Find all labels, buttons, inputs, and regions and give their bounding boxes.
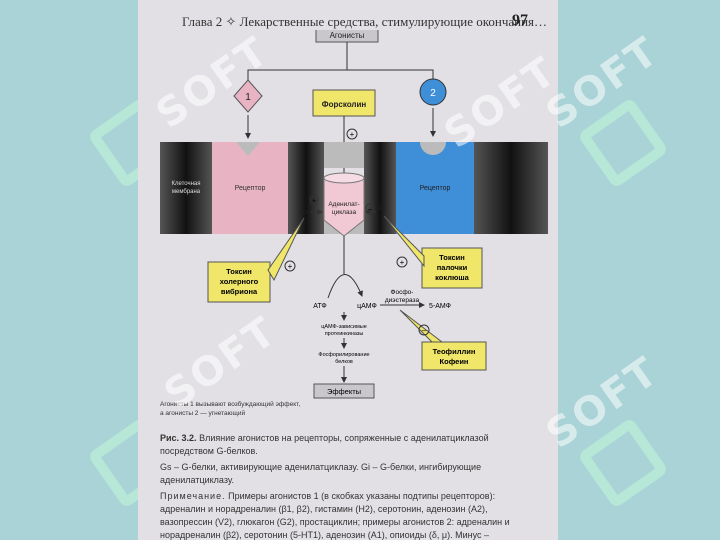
caption-title: Рис. 3.2.: [160, 433, 197, 443]
svg-text:+: +: [312, 198, 316, 205]
plus-sign-icon: [396, 256, 408, 268]
effects-label: Эффекты: [327, 387, 361, 396]
forskolin-label: Форсколин: [322, 100, 367, 109]
plus-sign-icon: [284, 260, 296, 272]
theophylline-box: [421, 341, 487, 371]
agonist-1-diamond: [233, 79, 263, 113]
pertussis-label-3: коклюша: [435, 273, 470, 282]
svg-text:+: +: [350, 130, 355, 139]
membrane-label: Клеточная: [171, 181, 200, 187]
receptor-left: [212, 142, 288, 234]
membrane-label-2: мембрана: [172, 189, 201, 195]
camp-label: цАМФ: [357, 303, 377, 310]
minus-sign-icon: [365, 203, 375, 213]
cholera-label-1: Токсин: [226, 267, 252, 276]
camp-proteins-label-2: протеинкиназы: [325, 331, 364, 337]
cholera-label-3: вибриона: [221, 287, 258, 296]
adenylate-label-2: циклаза: [332, 209, 357, 216]
adenylate-label-1: Аденилат-: [328, 201, 359, 208]
receptor-left-label: Рецептор: [235, 185, 266, 192]
page-header: Глава 2 ✧ Лекарственные средства, стимул…: [182, 14, 548, 29]
theophylline-label-1: Теофиллин: [433, 347, 476, 356]
phospho-proteins-label-1: Фосфорилирование: [318, 352, 369, 358]
svg-text:+: +: [288, 262, 293, 271]
pertussis-pointer: [383, 215, 425, 268]
membrane-block-left: [160, 142, 212, 234]
membrane-block-mid-left: [288, 142, 324, 234]
caption-line-2: Gs – G-белки, активирующие аденилатцикла…: [160, 462, 482, 485]
agonist-effect-note: Агонисты 1 вызывают возбуждающий эффект,…: [160, 401, 301, 417]
atf-label: АТФ: [313, 303, 327, 310]
gs-label: Gs: [300, 209, 309, 216]
atf-camp-arc: [327, 274, 363, 299]
svg-text:–: –: [422, 326, 427, 335]
svg-text:+: +: [400, 258, 405, 267]
cholera-label-2: холерного: [220, 277, 259, 286]
receptor-right-label: Рецептор: [420, 185, 451, 192]
receptor-right: [396, 142, 474, 234]
membrane-block-mid-right: [364, 142, 396, 234]
gi-label: Gi: [379, 205, 386, 212]
plus-sign-icon: [346, 128, 358, 140]
agonist-2-circle: [419, 78, 447, 106]
caption-note-text: Примеры агонистов 1 (в скобках указаны п…: [160, 491, 510, 540]
camp-proteins-label-1: цАМФ-зависимые: [321, 324, 367, 330]
forskolin-box: [312, 89, 376, 117]
caption-note-label: Примечание.: [160, 491, 226, 501]
minus-sign-icon: [418, 324, 430, 336]
membrane-block-right: [474, 142, 548, 234]
pertussis-label-1: Токсин: [439, 253, 465, 262]
agonists-label: Агонисты: [330, 31, 365, 40]
theophylline-label-2: Кофеин: [440, 357, 469, 366]
amp5-label: 5-АМФ: [429, 303, 451, 310]
adenylate-cyclase-top: [323, 172, 365, 184]
agonist-branch-line: [247, 69, 434, 88]
pertussis-label-2: палочки: [437, 263, 468, 272]
phosphodiesterase-label-2: диэстераза: [385, 297, 420, 304]
agonist-1-label: 1: [245, 92, 251, 103]
phosphodiesterase-label-1: Фосфо-: [391, 289, 414, 296]
caption-title-text: Влияние агонистов на рецепторы, сопряжен…: [160, 433, 489, 456]
page-number: 97: [512, 12, 528, 29]
receptor-diagram: Агонисты 1 2 Форсколин + Клеточная мембр…: [160, 30, 548, 399]
figure-caption: Рис. 3.2. Влияние агонистов на рецепторы…: [160, 432, 540, 540]
pertussis-toxin-box: [421, 247, 483, 289]
cholera-pointer: [267, 217, 305, 282]
agonist-2-label: 2: [430, 88, 436, 99]
cholera-toxin-box: [207, 261, 271, 303]
phospho-proteins-label-2: белков: [335, 359, 353, 365]
svg-text:–: –: [368, 206, 372, 213]
plus-sign-icon: [309, 195, 319, 205]
book-page: Глава 2 ✧ Лекарственные средства, стимул…: [138, 0, 558, 540]
effects-box: [313, 383, 375, 399]
